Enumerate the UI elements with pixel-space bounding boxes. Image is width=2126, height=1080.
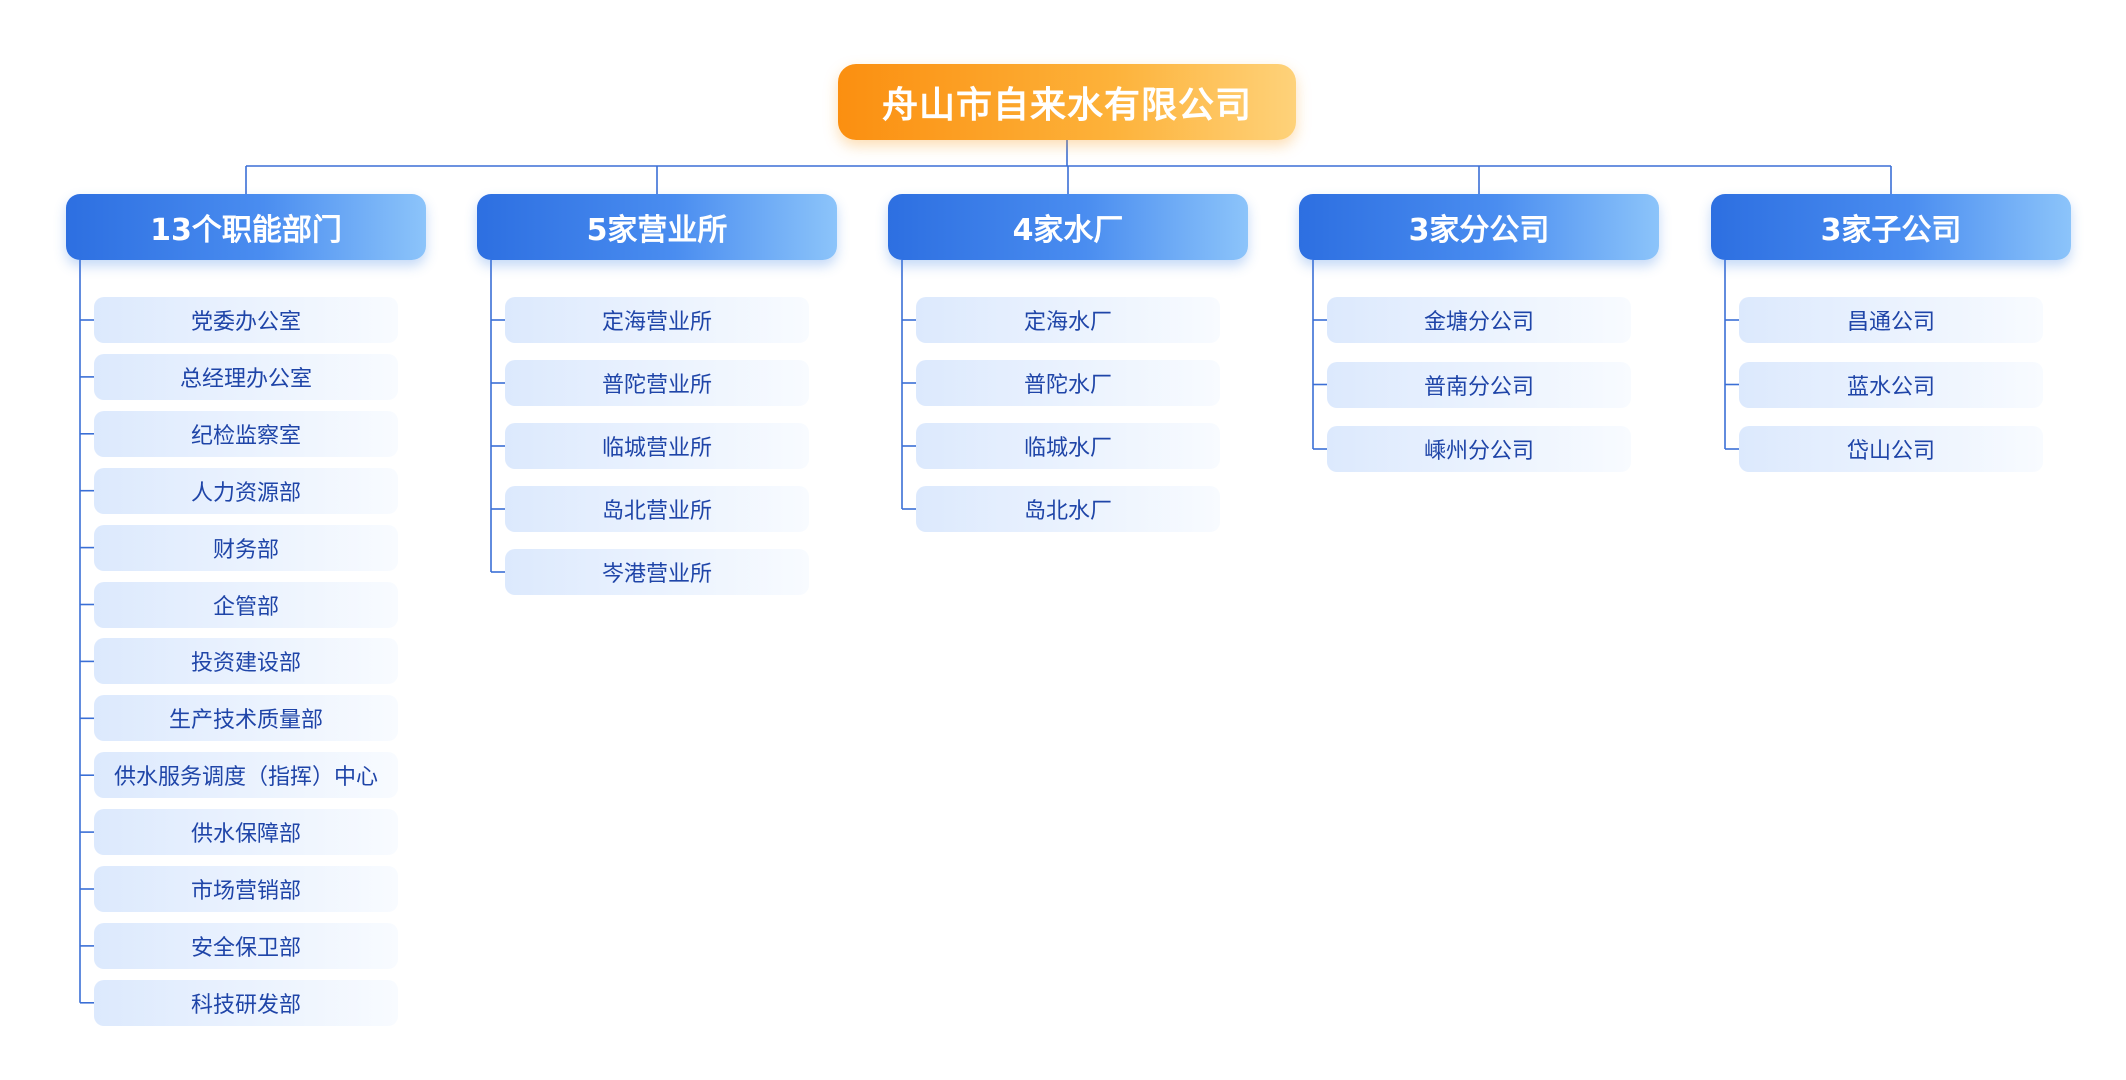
org-unit-item: 岑港营业所 (505, 549, 809, 595)
org-unit-label: 金塘分公司 (1423, 310, 1534, 335)
org-unit-label: 供水保障部 (190, 822, 301, 848)
org-unit-label: 企管部 (212, 594, 279, 620)
org-unit-item: 临城营业所 (505, 423, 809, 469)
org-unit-label: 市场营销部 (190, 879, 301, 904)
root-node: 舟山市自来水有限公司 (838, 64, 1296, 140)
group-header-label: 3家子公司 (1820, 213, 1962, 248)
org-unit-item: 嵊州分公司 (1327, 426, 1631, 472)
org-unit-label: 普南分公司 (1423, 374, 1534, 400)
org-unit-item: 临城水厂 (916, 423, 1220, 469)
root-label: 舟山市自来水有限公司 (881, 85, 1252, 126)
org-unit-label: 岛北营业所 (601, 499, 712, 524)
org-unit-item: 纪检监察室 (94, 410, 398, 457)
org-unit-label: 人力资源部 (190, 480, 301, 506)
org-unit-label: 普陀水厂 (1023, 373, 1112, 398)
org-unit-item: 普南分公司 (1327, 361, 1631, 408)
org-unit-item: 岱山公司 (1739, 426, 2043, 472)
org-unit-item: 蓝水公司 (1739, 361, 2043, 408)
org-unit-item: 科技研发部 (94, 979, 398, 1026)
org-unit-label: 纪检监察室 (190, 423, 301, 449)
group-header-label: 3家分公司 (1408, 213, 1550, 248)
group-header-label: 13个职能部门 (150, 213, 342, 248)
org-unit-label: 嵊州分公司 (1423, 439, 1534, 464)
org-unit-item: 岛北营业所 (505, 486, 809, 532)
org-unit-label: 岛北水厂 (1023, 499, 1112, 524)
group-header-label: 5家营业所 (586, 213, 728, 248)
org-unit-item: 投资建设部 (94, 638, 398, 685)
org-unit-label: 投资建设部 (190, 651, 301, 677)
org-unit-label: 定海营业所 (601, 310, 712, 335)
group-header: 13个职能部门 (66, 194, 426, 260)
group-header-label: 4家水厂 (1012, 213, 1124, 248)
org-unit-item: 金塘分公司 (1327, 297, 1631, 343)
org-unit-item: 定海水厂 (916, 297, 1220, 343)
org-unit-item: 昌通公司 (1739, 297, 2043, 343)
org-unit-label: 蓝水公司 (1846, 374, 1935, 400)
org-unit-label: 临城营业所 (601, 436, 712, 461)
org-unit-item: 市场营销部 (94, 866, 398, 912)
org-unit-label: 临城水厂 (1023, 436, 1112, 461)
org-unit-item: 供水服务调度（指挥）中心 (94, 752, 398, 799)
org-unit-item: 人力资源部 (94, 467, 398, 514)
org-unit-label: 供水服务调度（指挥）中心 (113, 765, 378, 791)
org-unit-item: 供水保障部 (94, 809, 398, 856)
org-unit-item: 党委办公室 (94, 297, 398, 343)
org-unit-label: 生产技术质量部 (168, 708, 323, 734)
group-header: 5家营业所 (477, 194, 837, 260)
org-unit-label: 定海水厂 (1023, 310, 1112, 335)
org-unit-label: 岱山公司 (1846, 439, 1935, 464)
org-unit-label: 科技研发部 (190, 992, 301, 1018)
group-header: 3家分公司 (1299, 194, 1659, 260)
org-unit-item: 生产技术质量部 (94, 695, 398, 742)
org-unit-item: 财务部 (94, 524, 398, 571)
group-header: 4家水厂 (888, 194, 1248, 260)
org-unit-label: 昌通公司 (1846, 310, 1935, 335)
org-unit-item: 普陀水厂 (916, 360, 1220, 406)
org-unit-label: 党委办公室 (190, 310, 301, 335)
org-unit-item: 总经理办公室 (94, 353, 398, 400)
org-unit-label: 岑港营业所 (601, 562, 712, 587)
group-header: 3家子公司 (1711, 194, 2071, 260)
org-unit-label: 财务部 (212, 537, 279, 563)
org-unit-label: 普陀营业所 (601, 373, 712, 398)
org-unit-item: 安全保卫部 (94, 922, 398, 969)
org-unit-item: 企管部 (94, 581, 398, 628)
org-unit-label: 总经理办公室 (179, 366, 312, 392)
org-unit-item: 岛北水厂 (916, 486, 1220, 532)
org-unit-item: 定海营业所 (505, 297, 809, 343)
org-unit-item: 普陀营业所 (505, 360, 809, 406)
org-unit-label: 安全保卫部 (190, 935, 301, 961)
